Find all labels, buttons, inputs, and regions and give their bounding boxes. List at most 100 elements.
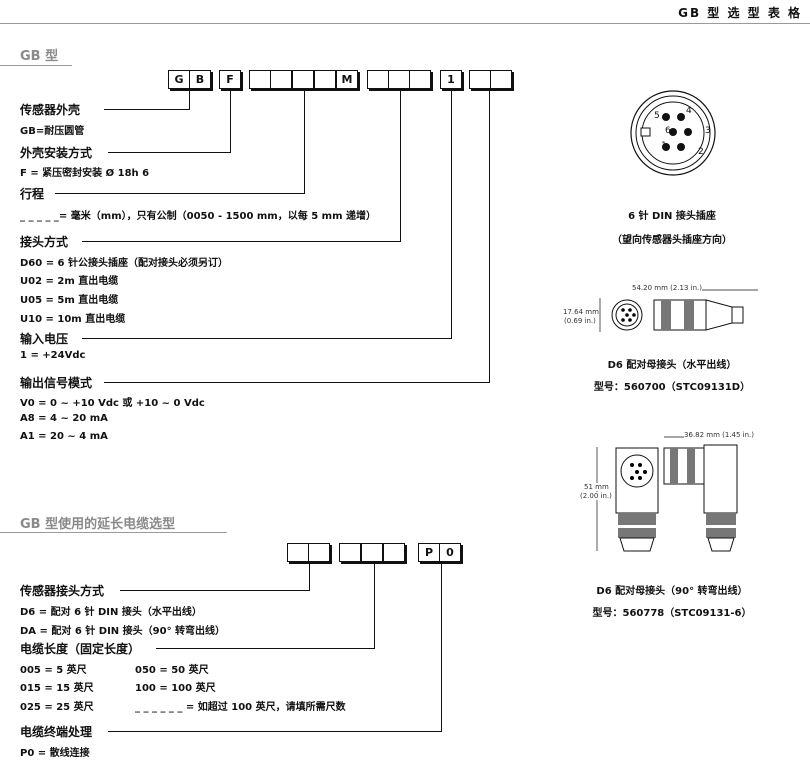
dimension-label: 51 mm <box>584 483 609 491</box>
pin-label: 2 <box>698 147 704 157</box>
pin-4 <box>677 113 685 121</box>
pin-1 <box>662 143 670 151</box>
da-caption: D6 配对母接头（90° 转弯出线） <box>596 586 748 597</box>
option-text: _ _ _ _ _ _ = 如超过 100 英尺，请填所需尺数 <box>135 702 346 713</box>
code-cell: F <box>219 70 241 89</box>
code-cell <box>314 70 336 89</box>
d6-caption: D6 配对母接头（水平出线） <box>607 360 737 371</box>
option-text: 015 = 15 英尺 <box>20 683 94 694</box>
option-text: P0 = 散线连接 <box>20 748 90 759</box>
pin-label: 5 <box>654 111 660 121</box>
code-cell <box>361 543 383 562</box>
section2-heading: GB 型使用的延长电缆选型 <box>20 517 176 532</box>
leader-line <box>451 90 452 338</box>
code-cell: G <box>168 70 190 89</box>
stroke-label: 行程 <box>20 187 45 201</box>
code-cell: M <box>336 70 358 89</box>
option-text: A8 = 4 ~ 20 mA <box>20 413 108 424</box>
leader-line <box>108 152 231 153</box>
code-cell <box>249 70 271 89</box>
code-cell: P <box>418 543 440 562</box>
cable-length-label: 电缆长度（固定长度） <box>20 642 141 656</box>
option-text: 1 = +24Vdc <box>20 350 86 361</box>
leader-line <box>489 90 490 382</box>
option-text: A1 = 20 ~ 4 mA <box>20 431 108 442</box>
leader-line <box>309 564 310 590</box>
option-text: F = 紧压密封安装 Ø 18h 6 <box>20 168 150 179</box>
dimension-label: (2.00 in.) <box>580 492 612 500</box>
d6-part-number: 型号：560700（STC09131D） <box>593 382 751 393</box>
option-text: U10 = 10m 直出电缆 <box>20 314 126 325</box>
code-cell <box>409 70 431 89</box>
din-socket-diagram <box>630 90 716 176</box>
termination-label: 电缆终端处理 <box>20 725 93 739</box>
leader-line <box>400 90 401 241</box>
section1-heading: GB 型 <box>20 49 59 64</box>
option-text: _ _ _ _ _= 毫米（mm），只有公制（0050 - 1500 mm，以每… <box>20 211 376 222</box>
connector-label: 接头方式 <box>20 235 69 249</box>
leader-line <box>304 90 305 193</box>
code-cell <box>339 543 361 562</box>
code-cell <box>308 543 330 562</box>
option-text: D6 = 配对 6 针 DIN 接头（水平出线） <box>20 607 202 618</box>
top-rule <box>0 23 810 24</box>
section1-rule <box>0 65 72 66</box>
pin-6 <box>669 128 677 136</box>
option-text: V0 = 0 ~ +10 Vdc 或 +10 ~ 0 Vdc <box>20 398 205 409</box>
option-text: 050 = 50 英尺 <box>135 665 209 676</box>
leader-line <box>374 564 375 648</box>
leader-line <box>120 590 310 591</box>
option-text: D60 = 6 针公接头插座（配对接头必须另订） <box>20 258 228 269</box>
leader-line <box>104 109 190 110</box>
leader-line <box>189 90 190 109</box>
option-text: DA = 配对 6 针 DIN 接头（90° 转弯出线） <box>20 626 226 637</box>
leader-line <box>82 241 401 242</box>
code-cell <box>383 543 405 562</box>
dimension-label: 54.20 mm (2.13 in.) <box>632 284 703 292</box>
leader-line <box>82 338 452 339</box>
pin-2 <box>677 143 685 151</box>
option-text: U05 = 5m 直出电缆 <box>20 295 119 306</box>
code-cell <box>469 70 491 89</box>
dimension-label: (0.69 in.) <box>564 317 596 325</box>
option-text: 100 = 100 英尺 <box>135 683 216 694</box>
section2-rule <box>0 532 227 533</box>
leader-line <box>104 382 490 383</box>
page-title: GB 型 选 型 表 格 <box>678 6 802 20</box>
mounting-label: 外壳安装方式 <box>20 146 93 160</box>
pin-5 <box>662 113 670 121</box>
option-text: 005 = 5 英尺 <box>20 665 87 676</box>
code-cell <box>270 70 292 89</box>
socket-caption: （望向传感器头插座方向） <box>612 235 732 246</box>
code-cell: 1 <box>440 70 462 89</box>
pin-label: 6 <box>665 126 671 136</box>
leader-line <box>108 731 442 732</box>
code-cell: B <box>189 70 211 89</box>
leader-line <box>55 193 305 194</box>
code-cell <box>287 543 309 562</box>
sensor-connector-label: 传感器接头方式 <box>20 584 105 598</box>
code-cell <box>388 70 410 89</box>
dimension-label: 17.64 mm <box>563 308 599 316</box>
pin-label: 4 <box>686 106 692 116</box>
dimension-label: 36.82 mm (1.45 in.) <box>684 431 755 439</box>
leader-line <box>156 648 375 649</box>
socket-caption: 6 针 DIN 接头插座 <box>628 211 716 222</box>
da-connector-drawing <box>596 436 738 552</box>
leader-line <box>230 90 231 152</box>
output-label: 输出信号模式 <box>20 376 93 390</box>
option-text: U02 = 2m 直出电缆 <box>20 276 119 287</box>
pin-label: 3 <box>705 126 711 136</box>
pin-3 <box>684 128 692 136</box>
option-text: GB=耐压圆管 <box>20 126 85 137</box>
pin-label: 1 <box>661 141 667 151</box>
code-cell <box>490 70 512 89</box>
housing-label: 传感器外壳 <box>20 103 81 117</box>
leader-line <box>441 564 442 731</box>
code-cell: 0 <box>439 543 461 562</box>
da-part-number: 型号：560778（STC09131-6） <box>592 608 752 619</box>
voltage-label: 输入电压 <box>20 332 69 346</box>
code-cell <box>292 70 314 89</box>
code-cell <box>367 70 389 89</box>
option-text: 025 = 25 英尺 <box>20 702 94 713</box>
